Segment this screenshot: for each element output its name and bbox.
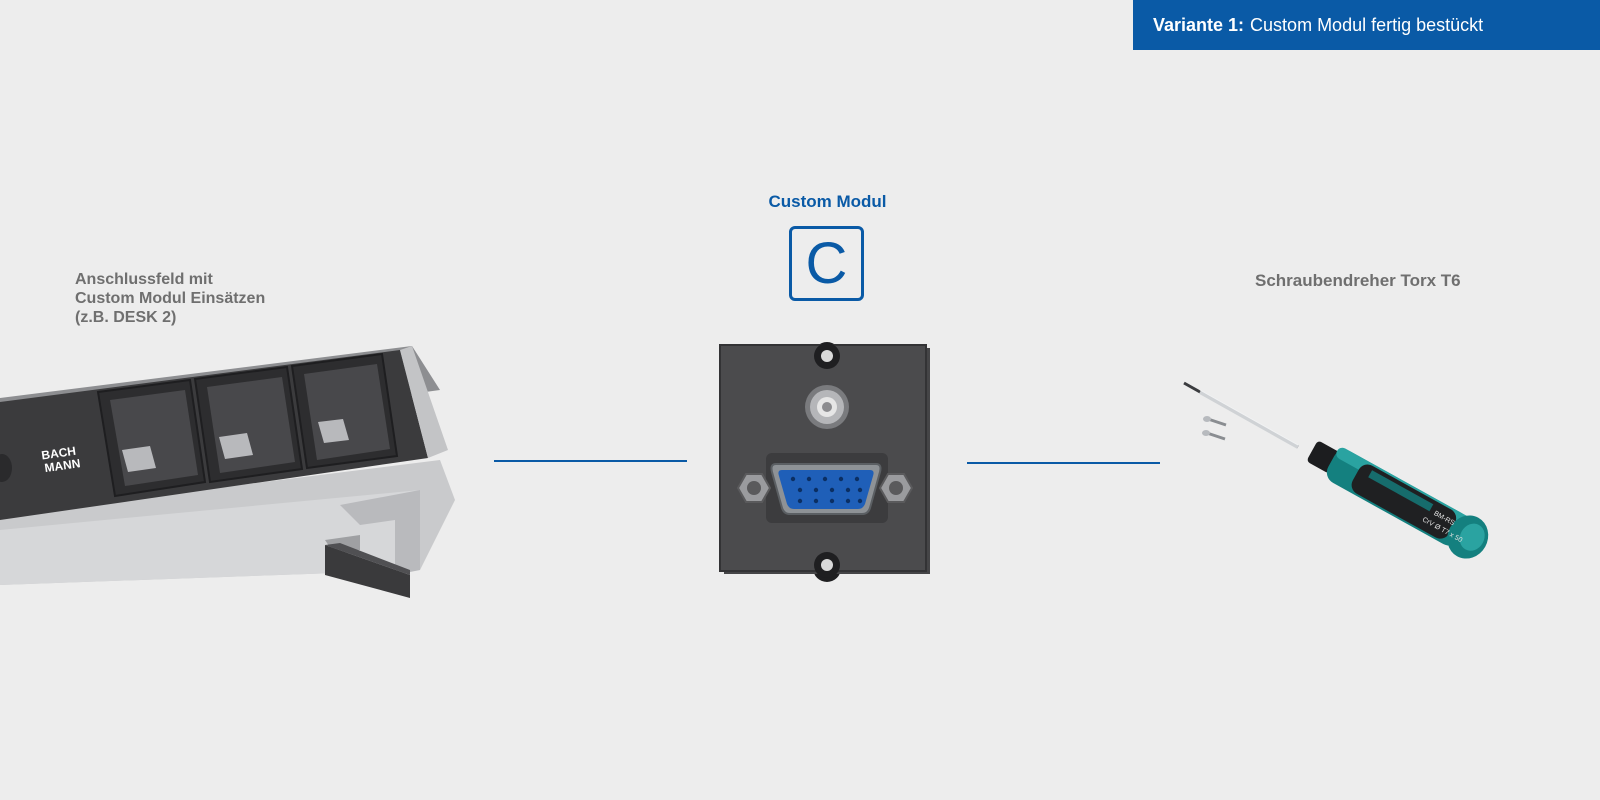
connection-panel-label-line-1: Anschlussfeld mit (75, 271, 213, 288)
custom-module-title: Custom Modul (768, 192, 887, 211)
module-slot-2 (193, 365, 304, 484)
module-slot-3 (290, 352, 399, 470)
screws-icon (1202, 416, 1227, 441)
vga-connector-icon (736, 453, 914, 523)
connection-panel-label: Anschlussfeld mit Custom Modul Einsätzen… (75, 270, 305, 327)
variant-label: Variante 1: (1153, 14, 1245, 35)
brand-logo-line-1: BACH (41, 444, 77, 463)
vga-module-plate-illustration (719, 342, 930, 582)
variant-banner: Variante 1: Custom Modul fertig bestückt (1133, 0, 1600, 50)
screwdriver-illustration: BM-RS CrV Ø T7 x 50 (1183, 381, 1489, 559)
desk-connection-panel-illustration: BACH MANN (0, 346, 455, 598)
connector-line-left (494, 460, 687, 462)
module-slot-1 (96, 378, 207, 498)
brand-logo-line-2: MANN (44, 456, 82, 475)
connection-panel-label-line-3: (z.B. DESK 2) (75, 309, 177, 326)
audio-jack-icon (805, 385, 849, 429)
connection-panel-label-line-2: Custom Modul Einsätzen (75, 290, 266, 307)
custom-module-badge-letter: C (805, 231, 848, 296)
variant-text: Custom Modul fertig bestückt (1250, 14, 1484, 35)
connector-line-right (967, 462, 1160, 464)
screwdriver-label: Schraubendreher Torx T6 (1255, 271, 1461, 290)
custom-module-badge: C (789, 226, 864, 301)
